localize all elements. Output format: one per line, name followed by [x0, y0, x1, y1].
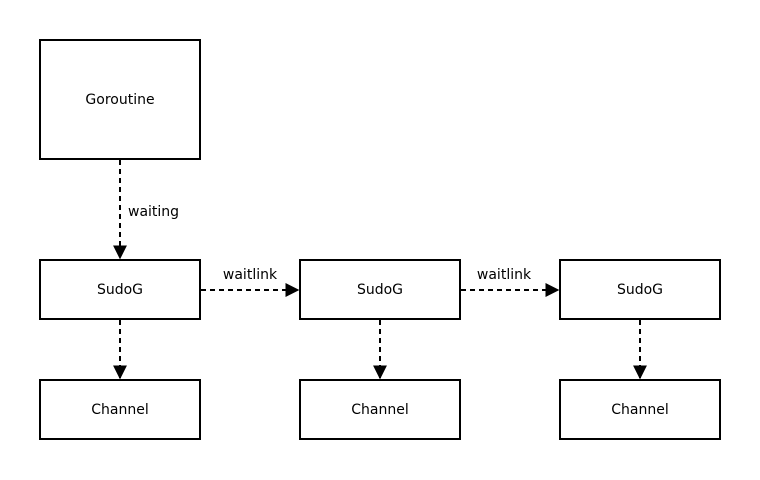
edge-label-waiting: waiting: [128, 204, 179, 220]
sudog-label-2: SudoG: [357, 282, 403, 298]
channel-node-2: Channel: [299, 379, 461, 440]
edge-sudog2-to-sudog3: waitlink: [461, 267, 560, 297]
sudog-node-3: SudoG: [559, 259, 721, 320]
channel-node-1: Channel: [39, 379, 201, 440]
edge-label-waitlink-2: waitlink: [477, 267, 532, 283]
sudog-label-1: SudoG: [97, 282, 143, 298]
goroutine-node: Goroutine: [39, 39, 201, 160]
sudog-label-3: SudoG: [617, 282, 663, 298]
edge-sudog1-to-sudog2: waitlink: [201, 267, 300, 297]
sudog-node-1: SudoG: [39, 259, 201, 320]
edge-goroutine-to-sudog: waiting: [113, 160, 179, 260]
channel-label-3: Channel: [611, 402, 668, 418]
sudog-node-2: SudoG: [299, 259, 461, 320]
channel-label-1: Channel: [91, 402, 148, 418]
channel-node-3: Channel: [559, 379, 721, 440]
edge-label-waitlink-1: waitlink: [223, 267, 278, 283]
channel-label-2: Channel: [351, 402, 408, 418]
goroutine-label: Goroutine: [85, 92, 154, 108]
